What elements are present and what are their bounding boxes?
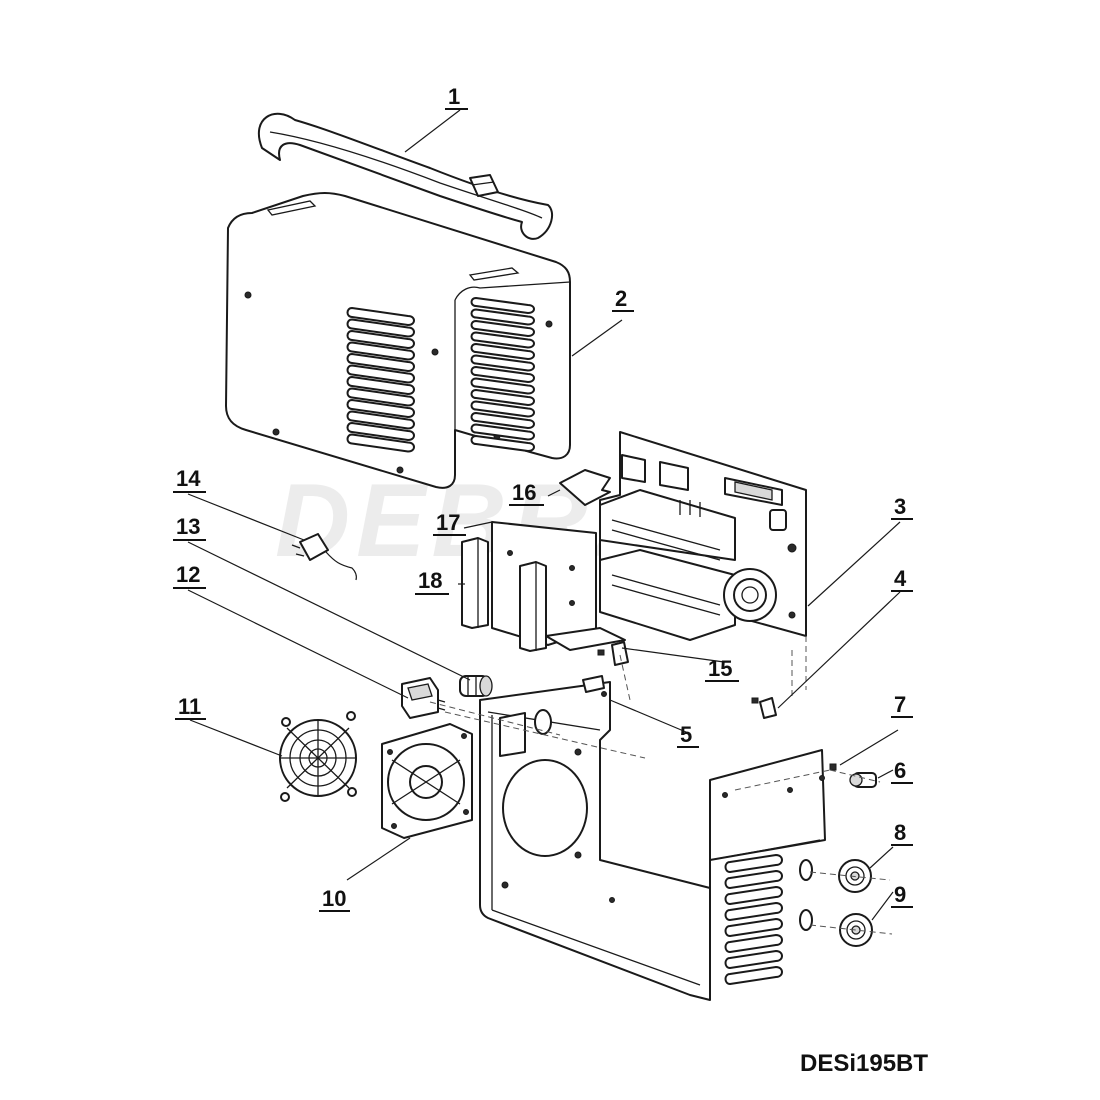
svg-text:18: 18 bbox=[418, 568, 442, 593]
louver-slot bbox=[470, 308, 535, 326]
louver-slot bbox=[470, 366, 535, 383]
callout-18: 18 bbox=[415, 568, 449, 595]
callout-11: 11 bbox=[175, 694, 206, 720]
louver-slot bbox=[346, 376, 415, 395]
part-15-bracket bbox=[545, 627, 629, 666]
louver-slot bbox=[346, 433, 415, 453]
louver-slot bbox=[346, 307, 415, 326]
louver-slot bbox=[470, 331, 535, 349]
callout-16: 16 bbox=[509, 480, 544, 506]
svg-text:2: 2 bbox=[615, 286, 627, 311]
callout-9: 9 bbox=[891, 882, 913, 908]
callout-17: 17 bbox=[433, 510, 466, 536]
part-4-bracket bbox=[751, 697, 777, 719]
svg-text:7: 7 bbox=[894, 692, 906, 717]
callout-15: 15 bbox=[705, 656, 739, 682]
louver-slot bbox=[346, 422, 415, 441]
part-12-switch bbox=[401, 677, 446, 719]
louver-slot bbox=[724, 870, 783, 889]
part-carrying-strap bbox=[257, 112, 554, 240]
svg-text:15: 15 bbox=[708, 656, 732, 681]
louver-slot bbox=[724, 902, 783, 921]
svg-text:11: 11 bbox=[178, 694, 201, 719]
part-5-chassis bbox=[479, 675, 826, 1001]
callout-8: 8 bbox=[891, 820, 913, 846]
callout-10: 10 bbox=[319, 886, 350, 912]
callout-4: 4 bbox=[891, 566, 913, 592]
louver-slot bbox=[470, 423, 535, 441]
svg-text:8: 8 bbox=[894, 820, 906, 845]
svg-text:10: 10 bbox=[322, 886, 346, 911]
louver-slot bbox=[470, 343, 535, 360]
callout-1: 1 bbox=[445, 84, 468, 110]
louver-slot bbox=[346, 387, 415, 407]
louver-slot bbox=[346, 410, 415, 430]
part-16-insulator-plate bbox=[559, 469, 611, 506]
louver-slot bbox=[724, 886, 783, 905]
svg-text:3: 3 bbox=[894, 494, 906, 519]
svg-text:16: 16 bbox=[512, 480, 536, 505]
part-housing-cover bbox=[225, 192, 571, 489]
part-7-screw bbox=[829, 763, 837, 771]
callout-6: 6 bbox=[891, 758, 913, 784]
louver-slot bbox=[346, 399, 415, 418]
part-11-fan-guard bbox=[279, 711, 357, 802]
louver-slot bbox=[470, 297, 535, 314]
svg-text:13: 13 bbox=[176, 514, 200, 539]
svg-text:1: 1 bbox=[448, 84, 460, 109]
svg-text:5: 5 bbox=[680, 722, 692, 747]
louver-slot bbox=[346, 364, 415, 384]
louver-slot bbox=[470, 412, 535, 429]
svg-text:17: 17 bbox=[436, 510, 460, 535]
louver-slot bbox=[724, 950, 783, 969]
svg-text:12: 12 bbox=[176, 562, 200, 587]
louver-slot bbox=[470, 435, 535, 452]
callout-5: 5 bbox=[677, 722, 699, 748]
part-9-socket bbox=[839, 913, 873, 947]
callout-3: 3 bbox=[891, 494, 913, 520]
callout-7: 7 bbox=[891, 692, 913, 718]
louver-slot bbox=[470, 354, 535, 372]
louver-slot bbox=[470, 377, 535, 395]
callout-13: 13 bbox=[173, 514, 206, 541]
part-18-bars bbox=[461, 537, 547, 652]
part-pcb-module bbox=[599, 431, 807, 641]
svg-text:9: 9 bbox=[894, 882, 906, 907]
model-number: DESi195BT bbox=[800, 1050, 929, 1077]
part-13-cable-gland bbox=[459, 675, 493, 697]
svg-text:14: 14 bbox=[176, 466, 201, 491]
part-14-plug bbox=[291, 533, 357, 581]
louver-slot bbox=[470, 320, 535, 337]
louver-slot bbox=[724, 918, 783, 937]
louver-slot bbox=[346, 353, 415, 372]
svg-text:4: 4 bbox=[894, 566, 907, 591]
louver-slot bbox=[724, 854, 783, 873]
louver-slot bbox=[346, 330, 415, 349]
callout-2: 2 bbox=[612, 286, 634, 312]
louver-slot bbox=[346, 341, 415, 361]
svg-text:6: 6 bbox=[894, 758, 906, 783]
callout-12: 12 bbox=[173, 562, 206, 589]
louver-slot bbox=[470, 400, 535, 418]
part-10-fan bbox=[381, 723, 473, 839]
louver-slot bbox=[724, 966, 783, 985]
louver-slot bbox=[724, 934, 783, 953]
louver-slot bbox=[470, 389, 535, 406]
part-6-knob bbox=[849, 772, 877, 788]
callout-14: 14 bbox=[173, 466, 206, 493]
louver-slot bbox=[346, 318, 415, 338]
